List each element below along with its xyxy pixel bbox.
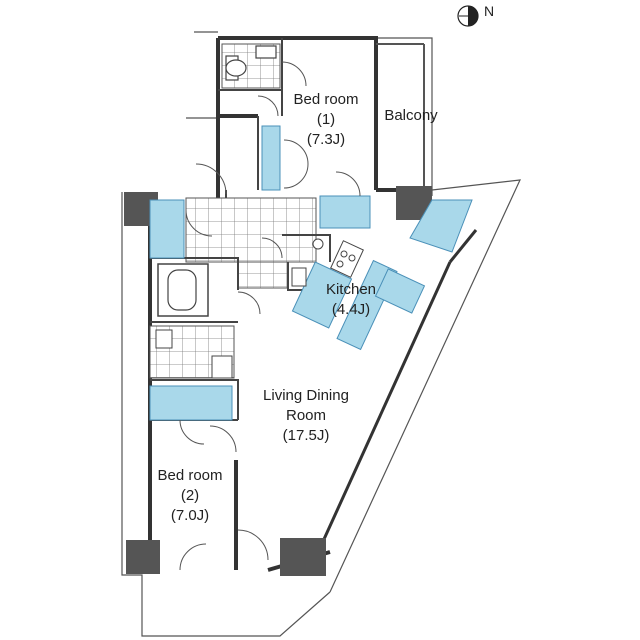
bathtub	[157, 263, 209, 317]
diagonal-wall	[318, 229, 478, 549]
kitchen-label: Kitchen (4.4J)	[318, 280, 384, 320]
kitchen-name: Kitchen	[325, 281, 377, 298]
washbasin	[155, 238, 324, 379]
cooktop	[330, 240, 364, 278]
living-line2: Room	[285, 407, 326, 424]
bedroom2-number: (2)	[180, 487, 200, 504]
bedroom1-size: (7.3J)	[306, 131, 346, 148]
bedroom1-name: Bed room	[293, 91, 359, 108]
door-swings	[179, 61, 361, 571]
balcony-rail	[376, 43, 425, 190]
bedroom1-number: (1)	[316, 111, 336, 128]
balcony-name: Balcony	[384, 107, 438, 124]
bedroom2-size: (7.0J)	[170, 507, 210, 524]
kitchen-size: (4.4J)	[331, 301, 371, 318]
balcony-label: Balcony	[378, 106, 444, 126]
fixtures	[149, 125, 473, 421]
living-line1: Living Dining	[263, 387, 349, 404]
bedroom1-label: Bed room (1) (7.3J)	[286, 90, 366, 150]
bedroom2-label: Bed room (2) (7.0J)	[150, 466, 230, 526]
corridor-tiles	[185, 197, 317, 263]
living-label: Living Dining Room (17.5J)	[246, 386, 366, 446]
compass-icon	[457, 5, 479, 27]
bedroom2-name: Bed room	[157, 467, 223, 484]
living-size: (17.5J)	[282, 427, 330, 444]
toilet-fixture	[225, 45, 277, 81]
toilet-tiles	[221, 43, 281, 89]
entry-tiles	[237, 261, 289, 289]
compass-north-label: N	[484, 3, 495, 19]
